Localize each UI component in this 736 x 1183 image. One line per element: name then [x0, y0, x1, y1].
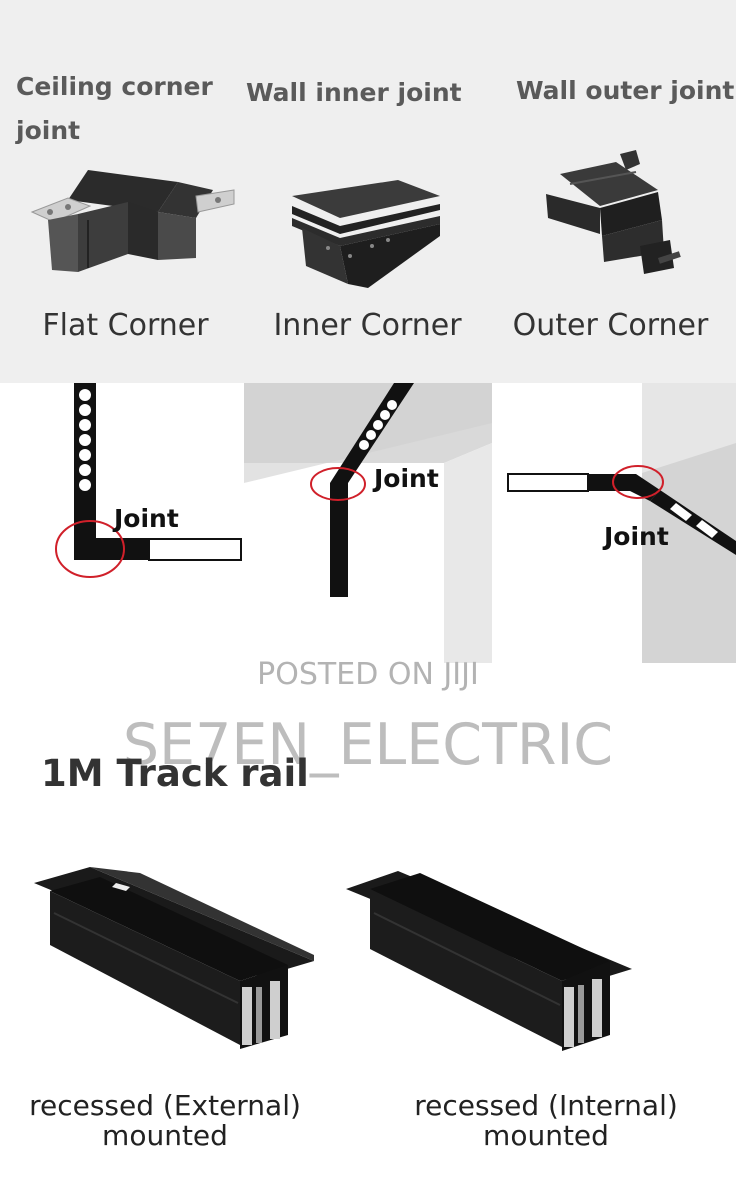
- wall-outer-joint-title: Wall outer joint: [516, 76, 735, 105]
- external-recessed-rail-image: [34, 867, 314, 1049]
- flat-corner-connector-image: [30, 170, 235, 272]
- inner-corner-joint-label: Joint: [372, 464, 439, 493]
- external-mount-caption: recessed (External) mounted: [0, 1091, 330, 1151]
- outer-corner-label: Outer Corner: [512, 308, 709, 343]
- outer-corner-connector-image: [546, 150, 681, 274]
- ceiling-corner-joint-title: Ceiling corner joint: [16, 72, 213, 145]
- outer-corner-diagram: Joint: [492, 383, 736, 663]
- external-caption-line2: mounted: [102, 1119, 228, 1152]
- outer-corner-joint-label: Joint: [602, 522, 669, 551]
- internal-caption-line2: mounted: [483, 1119, 609, 1152]
- joint-types-panel: Ceiling corner joint Wall inner joint Wa…: [0, 0, 736, 383]
- flat-corner-joint-label: Joint: [112, 504, 179, 533]
- internal-mount-caption: recessed (Internal) mounted: [381, 1091, 711, 1151]
- track-rail-title: 1M Track rail: [41, 752, 309, 795]
- internal-recessed-rail-image: [346, 871, 632, 1051]
- flat-corner-label: Flat Corner: [42, 308, 209, 343]
- wall-inner-joint-title: Wall inner joint: [246, 78, 462, 107]
- inner-corner-connector-image: [292, 180, 440, 288]
- inner-corner-diagram: Joint: [244, 383, 492, 663]
- inner-corner-label: Inner Corner: [273, 308, 462, 343]
- external-caption-line1: recessed (External): [29, 1089, 301, 1122]
- posted-watermark: POSTED ON JIJI: [257, 657, 479, 692]
- seller-watermark: SE7EN_ELECTRIC: [122, 712, 614, 778]
- internal-caption-line1: recessed (Internal): [414, 1089, 678, 1122]
- flat-corner-diagram: Joint: [0, 383, 244, 663]
